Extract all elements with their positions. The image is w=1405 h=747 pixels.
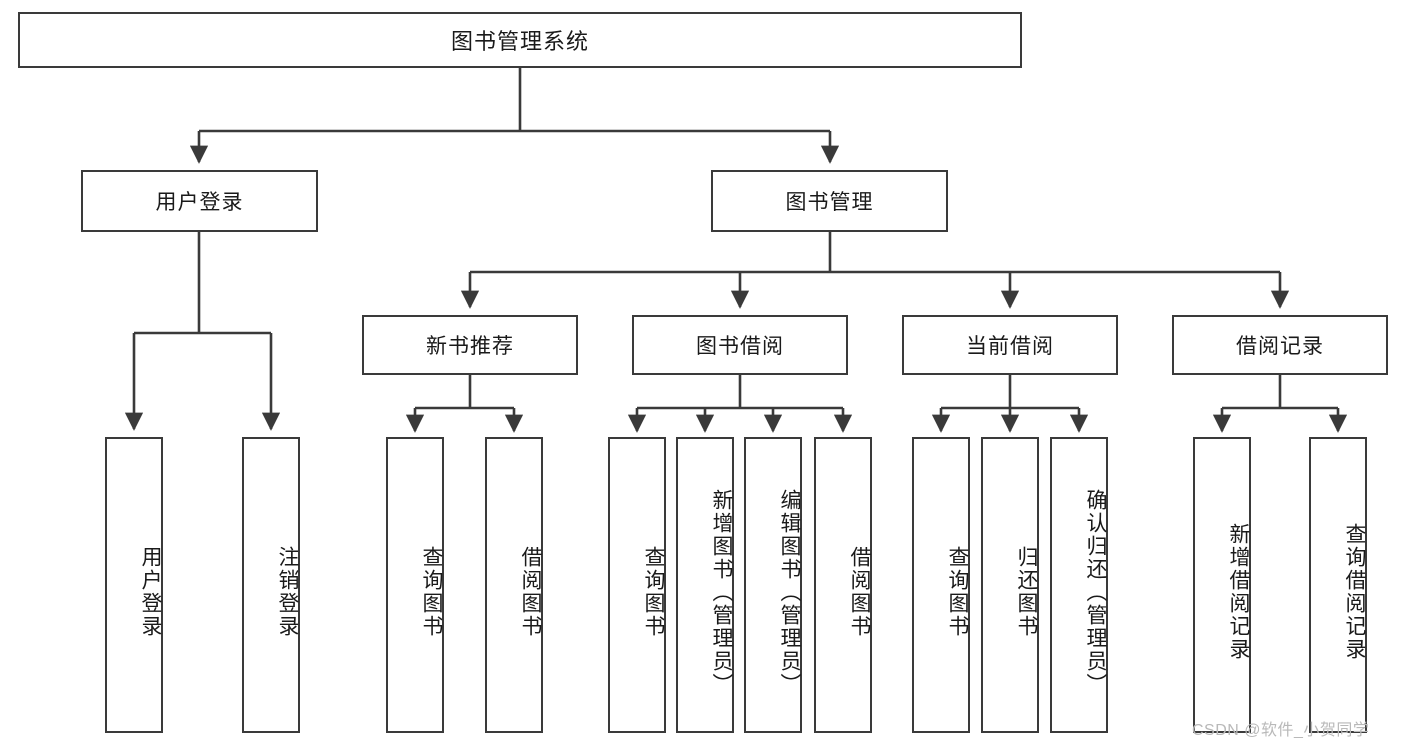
- node-book-management[interactable]: 图书管理: [711, 170, 948, 232]
- node-label: 注销登录: [276, 546, 299, 638]
- node-label: 查询图书: [642, 546, 665, 638]
- node-label: 归还图书: [1015, 546, 1038, 638]
- leaf-book-borrow-query-book[interactable]: 查询图书: [608, 437, 666, 733]
- node-label: 查询借阅记录: [1343, 523, 1366, 661]
- node-label: 用户登录: [139, 546, 162, 638]
- node-label: 当前借阅: [966, 335, 1054, 358]
- node-label: 确认归还（管理员）: [1084, 488, 1107, 696]
- node-user-login[interactable]: 用户登录: [81, 170, 318, 232]
- csdn-watermark: CSDN @软件_小贺同学: [1192, 722, 1370, 739]
- node-borrow-record[interactable]: 借阅记录: [1172, 315, 1388, 375]
- node-label: 查询图书: [420, 546, 443, 638]
- leaf-current-borrow-return-book[interactable]: 归还图书: [981, 437, 1039, 733]
- leaf-borrow-record-query-record[interactable]: 查询借阅记录: [1309, 437, 1367, 733]
- node-label: 借阅图书: [848, 546, 871, 638]
- leaf-new-book-borrow-book[interactable]: 借阅图书: [485, 437, 543, 733]
- node-root-book-management-system[interactable]: 图书管理系统: [18, 12, 1022, 68]
- node-label: 图书借阅: [696, 335, 784, 358]
- leaf-current-borrow-confirm-return-admin[interactable]: 确认归还（管理员）: [1050, 437, 1108, 733]
- leaf-user-login-login[interactable]: 用户登录: [105, 437, 163, 733]
- leaf-new-book-query-book[interactable]: 查询图书: [386, 437, 444, 733]
- node-current-borrow[interactable]: 当前借阅: [902, 315, 1118, 375]
- leaf-book-borrow-borrow-book[interactable]: 借阅图书: [814, 437, 872, 733]
- leaf-book-borrow-edit-book-admin[interactable]: 编辑图书（管理员）: [744, 437, 802, 733]
- node-label: 图书管理系统: [450, 29, 589, 54]
- leaf-user-login-logout[interactable]: 注销登录: [242, 437, 300, 733]
- node-label: 编辑图书（管理员）: [778, 488, 801, 696]
- node-label: 查询图书: [946, 546, 969, 638]
- node-label: 新书推荐: [426, 335, 514, 358]
- node-label: 图书管理: [785, 191, 874, 214]
- node-book-borrow[interactable]: 图书借阅: [632, 315, 848, 375]
- node-label: 新增借阅记录: [1227, 523, 1250, 661]
- node-new-book-recommend[interactable]: 新书推荐: [362, 315, 578, 375]
- leaf-borrow-record-add-record[interactable]: 新增借阅记录: [1193, 437, 1251, 733]
- node-label: 借阅图书: [519, 546, 542, 638]
- leaf-book-borrow-add-book-admin[interactable]: 新增图书（管理员）: [676, 437, 734, 733]
- node-label: 借阅记录: [1236, 335, 1324, 358]
- node-label: 新增图书（管理员）: [710, 488, 733, 696]
- leaf-current-borrow-query-book[interactable]: 查询图书: [912, 437, 970, 733]
- node-label: 用户登录: [155, 191, 244, 214]
